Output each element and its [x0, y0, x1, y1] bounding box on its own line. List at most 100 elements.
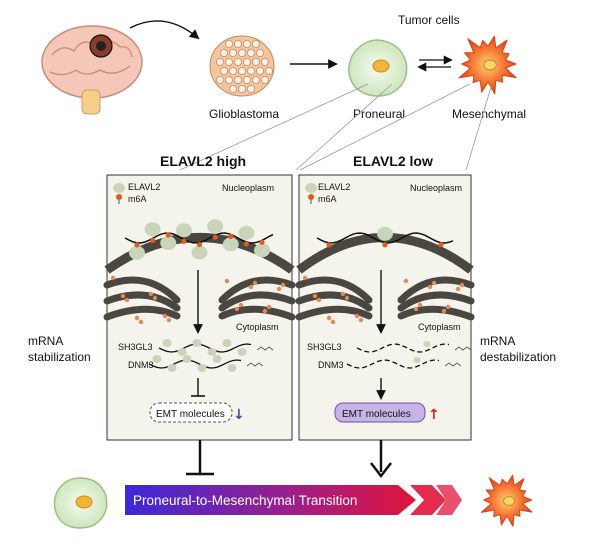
- emt-box-high: [149, 402, 233, 423]
- ribosome: [276, 286, 282, 292]
- brain-to-tumor-arrow: [129, 20, 200, 40]
- m6a-mark: [259, 239, 265, 245]
- gbm-cell: [215, 58, 224, 67]
- gbm-cell: [264, 67, 273, 76]
- ribosome: [280, 282, 286, 288]
- elavl2-protein: [222, 237, 239, 252]
- er-band-left: [295, 305, 373, 321]
- elavl2-protein: [177, 348, 187, 356]
- elavl2-protein: [175, 223, 192, 238]
- gbm-cell: [233, 76, 242, 85]
- side-right-line2: destabilization: [480, 350, 556, 364]
- ribosome: [316, 297, 322, 303]
- gbm-cell: [233, 40, 242, 49]
- brain-illustration: [41, 25, 143, 115]
- ribosome: [302, 275, 308, 281]
- ribosome: [148, 291, 154, 297]
- elavl2-protein: [222, 339, 232, 347]
- gene-sh3gl3-low: SH3GL3: [307, 342, 342, 352]
- ribosome: [252, 280, 258, 286]
- gene-sh3gl3-high: SH3GL3: [118, 342, 153, 352]
- elavl2-protein: [191, 245, 208, 260]
- er-band-left: [295, 276, 373, 304]
- ribosome: [326, 315, 332, 321]
- ribosome: [431, 280, 437, 286]
- m6a-mark: [326, 242, 332, 248]
- tumor-cells-label: Tumor cells: [398, 13, 460, 27]
- gbm-cell: [255, 67, 264, 76]
- nucleus: [483, 59, 497, 71]
- elavl2-protein: [237, 348, 247, 356]
- ribosome: [340, 291, 346, 297]
- elavl2-protein: [160, 236, 177, 251]
- gbm-cell: [224, 40, 233, 49]
- cytoplasmic-mrna: [346, 359, 440, 369]
- er-band-left: [103, 276, 181, 304]
- ribosome: [354, 313, 360, 319]
- gbm-cell: [255, 49, 264, 58]
- nucleus: [502, 496, 516, 506]
- gbm-cell: [242, 58, 251, 67]
- poly-a-tail: [246, 362, 264, 367]
- side-left-line2: stabilization: [28, 350, 91, 364]
- er-band-left: [295, 291, 373, 312]
- cytoplasmic-mrna: [356, 343, 450, 353]
- emt-up-arrow: ↑: [428, 407, 440, 423]
- elavl2-protein: [129, 245, 145, 260]
- proneural-label: Proneural: [353, 107, 405, 121]
- emt-label-high: EMT molecules: [156, 409, 225, 420]
- gbm-cell: [237, 85, 246, 94]
- er-band-right: [218, 305, 296, 321]
- elavl2-protein: [423, 341, 431, 347]
- legend-m6a-label: m6A: [128, 194, 147, 204]
- proneural-cell-bottom: [53, 477, 108, 529]
- panel-low-title: ELAVL2 low: [353, 153, 433, 169]
- ribosome: [238, 302, 244, 308]
- elavl2-protein: [162, 339, 172, 347]
- glioblastoma-label: Glioblastoma: [209, 107, 279, 121]
- emt-label-low: EMT molecules: [342, 409, 411, 420]
- gbm-cell: [228, 85, 237, 94]
- transition-label: Proneural-to-Mesenchymal Transition: [133, 493, 357, 508]
- gbm-cell: [242, 76, 251, 85]
- m6a-mark: [181, 238, 187, 244]
- cytoplasm-label-high: Cytoplasm: [236, 322, 279, 332]
- elavl2-protein: [167, 364, 177, 372]
- elavl2-protein: [413, 357, 421, 363]
- ribosome: [445, 304, 451, 310]
- ribosome: [330, 319, 336, 325]
- elavl2-protein: [212, 355, 222, 363]
- ribosome: [224, 278, 230, 284]
- nucleoplasm-label-high: Nucleoplasm: [222, 183, 274, 193]
- gbm-cell: [228, 67, 237, 76]
- zoom-guide-lines: [179, 83, 493, 171]
- side-right-line1: mRNA: [480, 334, 515, 348]
- legend-elavl2-icon: [113, 183, 125, 193]
- mesenchymal-cell: [458, 35, 517, 95]
- panel-high-title: ELAVL2 high: [160, 153, 246, 169]
- promote-arrow: [370, 440, 392, 479]
- poly-a-tail: [454, 346, 472, 351]
- elavl2-protein: [227, 364, 237, 372]
- ribosome: [248, 284, 254, 290]
- ribosome: [266, 304, 272, 310]
- poly-a-tail: [444, 362, 462, 367]
- elavl2-protein: [152, 355, 162, 363]
- er-band-left: [103, 291, 181, 312]
- cytoplasm-label-low: Cytoplasm: [418, 322, 461, 332]
- gbm-cell: [228, 49, 237, 58]
- gbm-cell: [251, 58, 260, 67]
- ribosome: [403, 278, 409, 284]
- ribosome: [455, 286, 461, 292]
- elavl2-protein: [182, 355, 192, 363]
- gbm-cell: [219, 49, 228, 58]
- ribosome: [162, 313, 168, 319]
- side-left-line1: mRNA: [28, 334, 63, 348]
- legend-m6a-icon: [116, 194, 122, 200]
- proneural-cell: [348, 39, 408, 97]
- elavl2-protein: [192, 339, 202, 347]
- m6a-mark: [212, 234, 218, 240]
- ribosome: [124, 297, 130, 303]
- cytoplasmic-mrna: [148, 359, 242, 369]
- m6a-mark: [438, 242, 444, 248]
